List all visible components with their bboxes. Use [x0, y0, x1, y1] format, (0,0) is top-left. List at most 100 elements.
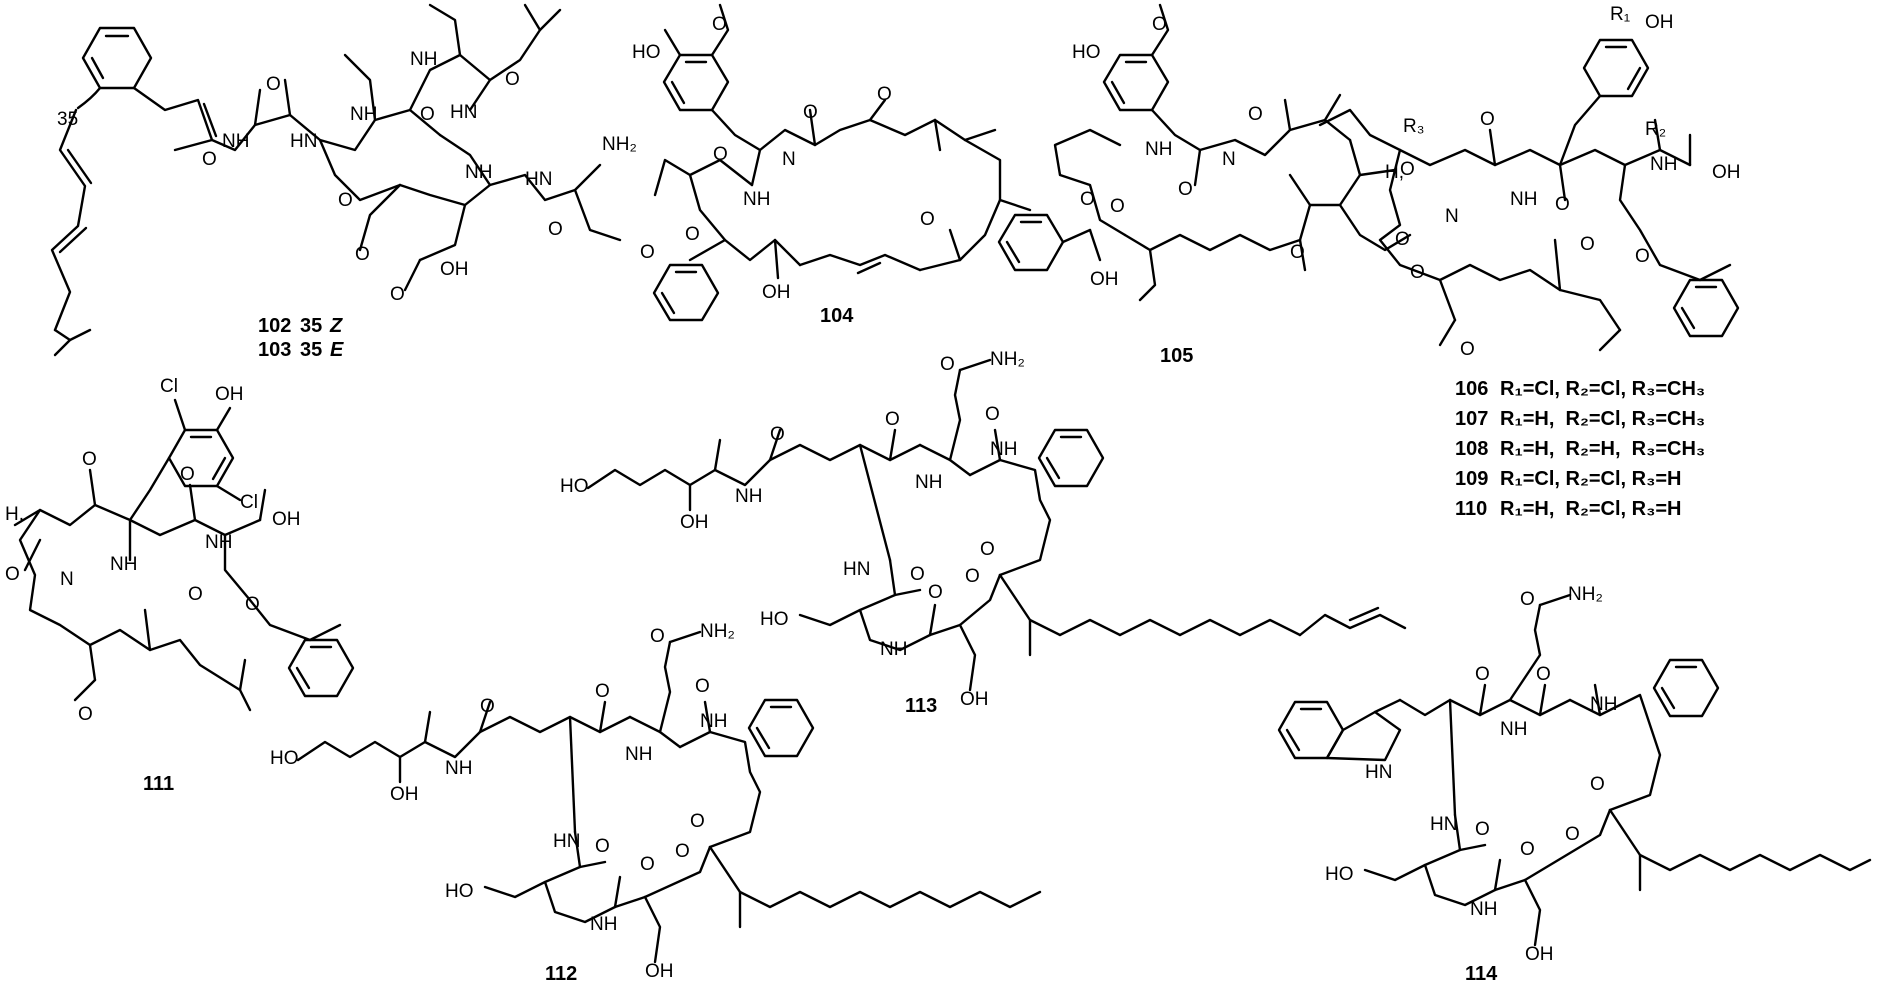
substituent-table: 106 R₁=Cl, R₂=Cl, R₃=CH₃ 107 R₁=H, R₂=Cl… [1455, 378, 1705, 520]
structure-104 [652, 3, 1032, 322]
atom-nh: NH [465, 162, 492, 183]
atom-nh: NH [222, 131, 249, 152]
atom-o: O [675, 841, 690, 862]
atom-o: O [1460, 339, 1475, 360]
atom-o: O [1475, 819, 1490, 840]
atom-nh: NH [1510, 189, 1537, 210]
label-112: 112 [545, 963, 577, 985]
atom-o: O [640, 854, 655, 875]
atom-o: O [5, 564, 20, 585]
atom-o: O [1555, 194, 1570, 215]
label-105: 105 [1160, 345, 1193, 367]
atom-ho: HO [1072, 42, 1101, 63]
atom-o: O [640, 242, 655, 263]
position-35-label: 35 [57, 109, 78, 130]
atom-o: O [390, 284, 405, 305]
atom-nh: NH [735, 486, 762, 507]
atom-o: O [1178, 179, 1193, 200]
atom-o: O [877, 84, 892, 105]
atom-oh: OH [215, 384, 244, 405]
structure-106-110 [1318, 38, 1740, 352]
atom-nh: NH [590, 914, 617, 935]
table-row-r: R₁=Cl, R₂=Cl, R₃=CH₃ [1500, 378, 1705, 400]
atom-o: O [1152, 14, 1167, 35]
atom-nh2: NH₂ [1568, 584, 1603, 605]
atom-nh: NH [743, 189, 770, 210]
atom-o: O [78, 704, 93, 725]
atom-oh: OH [1712, 162, 1741, 183]
atom-n: N [782, 149, 796, 170]
atom-o: O [1400, 159, 1415, 180]
structure-111 [13, 398, 355, 712]
table-row-num: 109 [1455, 468, 1488, 490]
atom-ho: HO [760, 609, 789, 630]
atom-oh: OH [272, 509, 301, 530]
atom-nh: NH [350, 104, 377, 125]
atom-nh: NH [1590, 694, 1617, 715]
atom-o: O [595, 836, 610, 857]
structure-102-103 [50, 3, 622, 357]
label-102: 102 35 Z [258, 315, 343, 337]
atom-o: O [266, 74, 281, 95]
atom-o: O [650, 626, 665, 647]
atom-oh: OH [1645, 12, 1674, 33]
atom-o: O [1110, 196, 1125, 217]
atom-o: O [1395, 229, 1410, 250]
atom-nh2: NH₂ [700, 621, 735, 642]
atom-ho: HO [445, 881, 474, 902]
atom-o: O [928, 582, 943, 603]
atom-o: O [1410, 262, 1425, 283]
atom-nh: NH [880, 639, 907, 660]
label-103: 103 35 E [258, 339, 344, 361]
label-114: 114 [1465, 963, 1498, 985]
atom-nh: NH [110, 554, 137, 575]
atom-nh2: NH₂ [602, 134, 637, 155]
atom-oh: OH [680, 512, 709, 533]
table-row-r: R₁=H, R₂=H, R₃=CH₃ [1500, 438, 1705, 460]
atom-ho: HO [632, 42, 661, 63]
table-row-num: 110 [1455, 498, 1487, 520]
atom-h: H, [5, 504, 24, 525]
atom-n: N [1222, 149, 1236, 170]
atom-nh: NH [700, 711, 727, 732]
atom-o: O [1480, 109, 1495, 130]
r2-label: R₂ [1645, 119, 1666, 140]
label-113: 113 [905, 695, 937, 717]
atom-nh: NH [1470, 899, 1497, 920]
atom-oh: OH [1525, 944, 1554, 965]
table-row-r: R₁=H, R₂=Cl, R₃=CH₃ [1500, 408, 1705, 430]
atom-o: O [1475, 664, 1490, 685]
atom-nh: NH [1650, 154, 1677, 175]
r1-label: R₁ [1610, 4, 1630, 25]
atom-h: H, [1385, 162, 1404, 183]
atom-o: O [595, 681, 610, 702]
atom-hn: HN [1430, 814, 1457, 835]
structure-112 [296, 630, 1042, 964]
atom-nh: NH [445, 758, 472, 779]
atom-ho: HO [1325, 864, 1354, 885]
atom-nh: NH [625, 744, 652, 765]
atom-hn: HN [525, 169, 552, 190]
svg-text:103: 103 [258, 339, 291, 361]
atom-o: O [338, 190, 353, 211]
atom-o: O [505, 69, 520, 90]
structure-113 [586, 358, 1407, 692]
atom-nh: NH [915, 472, 942, 493]
atom-cl: Cl [240, 492, 258, 513]
atom-o: O [1565, 824, 1580, 845]
atom-o: O [480, 696, 495, 717]
atom-o: O [420, 104, 435, 125]
atom-oh: OH [645, 961, 674, 982]
svg-text:Z: Z [329, 315, 343, 337]
atom-hn: HN [450, 102, 477, 123]
atom-o: O [1290, 242, 1305, 263]
svg-text:102: 102 [258, 315, 291, 337]
atom-oh: OH [1090, 269, 1119, 290]
table-row-r: R₁=H, R₂=Cl, R₃=H [1500, 498, 1681, 520]
structure-114 [1277, 593, 1872, 947]
atom-n: N [60, 569, 74, 590]
label-111: 111 [143, 773, 174, 795]
r3-label: R₃ [1403, 116, 1424, 137]
atom-o: O [548, 219, 563, 240]
